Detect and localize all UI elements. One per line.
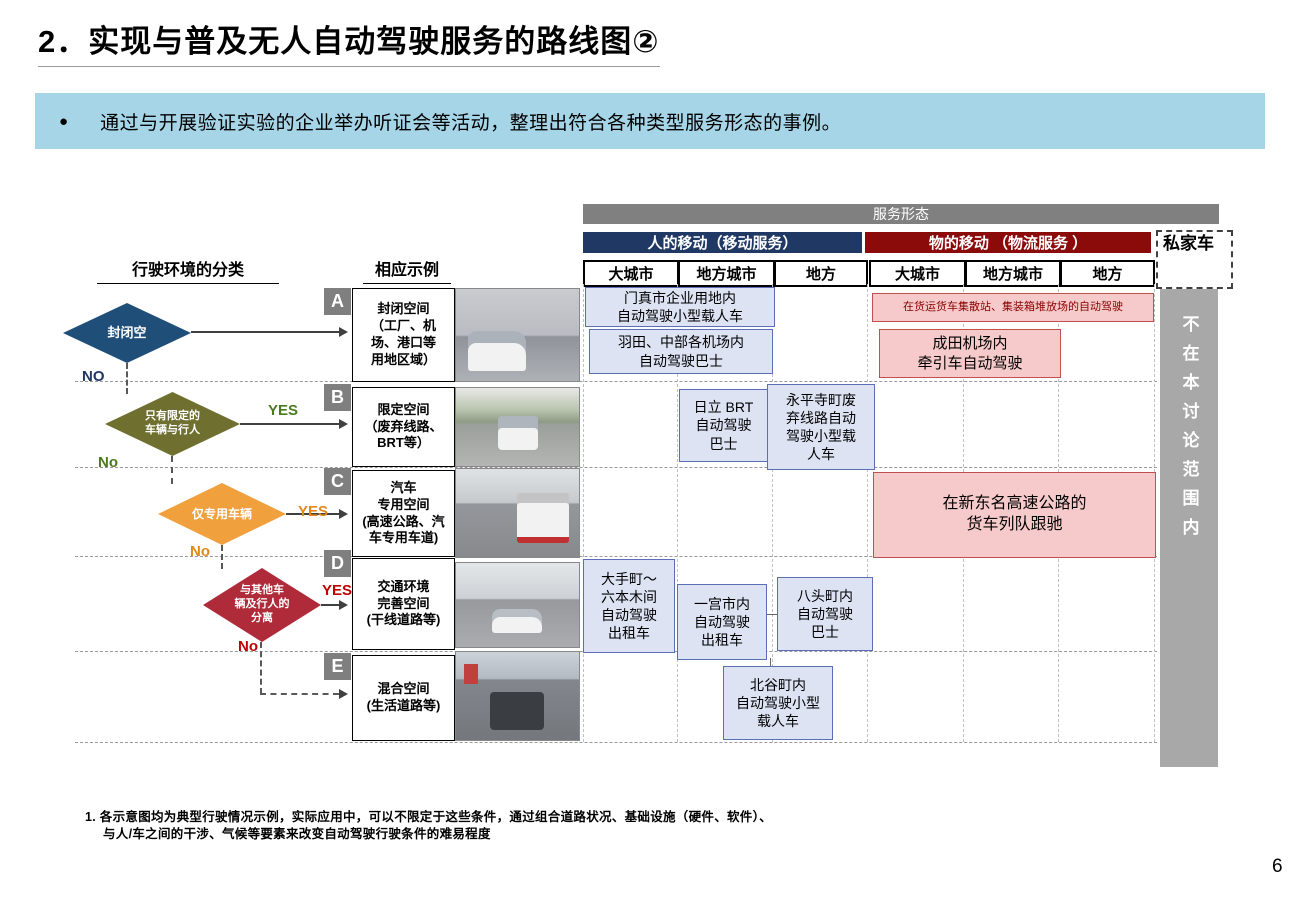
page-number: 6	[1272, 856, 1283, 877]
example-box-car-only-space: 汽车 专用空间 (高速公路、汽 车专用车道)	[352, 470, 455, 557]
cell-eiheiji-abandoned-line: 永平寺町废 弃线路自动 驾驶小型载 人车	[767, 384, 875, 470]
label-no-2: No	[98, 454, 118, 471]
summary-banner: ● 通过与开展验证实验的企业举办听证会等活动，整理出符合各种类型服务形态的事例。	[35, 93, 1265, 149]
example-box-closed-space: 封闭空间 （工厂、机 场、港口等 用地区域）	[352, 288, 455, 382]
private-car-box: 私家车	[1156, 230, 1233, 289]
bullet-icon: ●	[59, 112, 69, 130]
column-header-people-rural: 地方	[774, 260, 868, 287]
cell-shintomei-truck-platooning: 在新东名高速公路的 货车列队跟驰	[873, 472, 1156, 558]
decision-closed-space: 封闭空	[63, 303, 191, 363]
cell-hitachi-brt-bus: 日立 BRT 自动驾驶 巴士	[679, 389, 768, 462]
cell-narita-towing-tractor: 成田机场内 牵引车自动驾驶	[879, 329, 1061, 378]
photo-closed-space	[455, 288, 580, 382]
connector-no-3	[221, 545, 223, 569]
column-header-people-regional-city: 地方城市	[678, 260, 775, 287]
cell-ichinomiya-taxi: 一宫市内 自动驾驶 出租车	[677, 584, 767, 660]
connector-no-1	[126, 363, 128, 394]
cell-connector	[765, 614, 777, 615]
photo-brt-road	[455, 387, 580, 467]
column-separator	[772, 284, 773, 742]
arrow-line-to-c	[286, 513, 339, 515]
cell-kadoma-company-grounds: 门真市企业用地内 自动驾驶小型载人车	[585, 287, 775, 327]
cell-connector	[770, 658, 771, 667]
column-separator	[583, 284, 584, 742]
example-box-maintained-traffic-space: 交通环境 完善空间 (干线道路等)	[352, 558, 455, 650]
photo-car-shape	[492, 609, 542, 633]
photo-van-shape	[490, 692, 544, 730]
decision-limited-vehicles-pedestrians: 只有限定的 车辆与行人	[105, 392, 240, 456]
photo-arterial-road-car	[455, 562, 580, 648]
example-box-limited-space: 限定空间 （废弃线路、 BRT等）	[352, 387, 455, 467]
arrowhead-d	[339, 600, 348, 610]
row-letter-c: C	[324, 468, 351, 495]
label-yes-3: YES	[298, 503, 329, 520]
arrowhead-c	[339, 509, 348, 519]
cell-haneda-chubu-airport-bus: 羽田、中部各机场内 自动驾驶巴士	[589, 329, 773, 374]
label-no-1: NO	[82, 368, 105, 385]
photo-highway-trucks	[455, 468, 580, 558]
footnote-line-2: 与人/车之间的干涉、气候等要素来改变自动驾驶行驶条件的难易程度	[103, 827, 491, 841]
banner-text: 通过与开展验证实验的企业举办听证会等活动，整理出符合各种类型服务形态的事例。	[100, 112, 842, 134]
label-yes-2: YES	[268, 402, 299, 419]
row-separator	[75, 381, 1157, 382]
photo-truck-shape	[517, 493, 569, 543]
row-separator	[75, 556, 1157, 557]
connector-no-4-horizontal	[260, 693, 339, 695]
label-no-4: No	[238, 638, 258, 655]
photo-bus-shape	[498, 416, 538, 450]
group-goods-mobility: 物的移动 （物流服务 ）	[865, 232, 1151, 253]
row-letter-b: B	[324, 384, 351, 411]
arrowhead-b	[339, 419, 348, 429]
arrow-line-to-a	[191, 331, 339, 333]
column-header-goods-rural: 地方	[1060, 260, 1155, 287]
env-classification-header: 行驶环境的分类	[97, 256, 279, 284]
column-header-people-metro: 大城市	[583, 260, 679, 287]
out-of-scope-bar: 不在本讨论范围内	[1160, 289, 1218, 767]
row-separator	[75, 742, 1157, 743]
row-letter-a: A	[324, 288, 351, 315]
column-separator	[867, 284, 868, 742]
service-type-header: 服务形态	[583, 204, 1219, 224]
row-letter-e: E	[324, 653, 351, 680]
page-title: 2．实现与普及无人自动驾驶服务的路线图②	[38, 16, 660, 67]
connector-no-4-vertical	[260, 642, 262, 694]
cell-otemachi-roppongi-taxi: 大手町～ 六本木间 自动驾驶 出租车	[583, 559, 675, 653]
cell-yazu-bus: 八头町内 自动驾驶 巴士	[777, 577, 873, 651]
example-box-mixed-space: 混合空间 (生活道路等)	[352, 655, 455, 741]
connector-no-2	[171, 456, 173, 484]
out-of-scope-label: 不在本讨论范围内	[1179, 315, 1199, 547]
example-header: 相应示例	[363, 256, 451, 284]
row-letter-d: D	[324, 550, 351, 577]
cell-chatan-small-carrier: 北谷町内 自动驾驶小型 载人车	[723, 666, 833, 740]
row-separator	[75, 467, 1157, 468]
label-yes-4: YES	[322, 582, 353, 599]
cell-freight-terminal-container-yard: 在货运货车集散站、集装箱堆放场的自动驾驶	[872, 293, 1154, 322]
decision-separated-from-traffic: 与其他车 辆及行人的 分离	[203, 568, 321, 642]
arrow-line-to-d	[321, 604, 339, 606]
photo-sign-shape	[464, 664, 478, 684]
column-header-goods-metro: 大城市	[869, 260, 966, 287]
group-people-mobility: 人的移动（移动服务）	[583, 232, 862, 253]
decision-dedicated-vehicles-only: 仅专用车辆	[158, 483, 286, 545]
footnote-line-1: 1. 各示意图均为典型行驶情况示例，实际应用中，可以不限定于这些条件，通过组合道…	[85, 810, 772, 824]
label-no-3: No	[190, 543, 210, 560]
photo-vehicle-shape	[468, 331, 526, 371]
photo-mixed-street	[455, 651, 580, 741]
arrowhead-a	[339, 327, 348, 337]
column-header-goods-regional-city: 地方城市	[965, 260, 1061, 287]
arrowhead-e	[339, 689, 348, 699]
arrow-line-to-b	[240, 423, 339, 425]
column-separator	[677, 284, 678, 742]
